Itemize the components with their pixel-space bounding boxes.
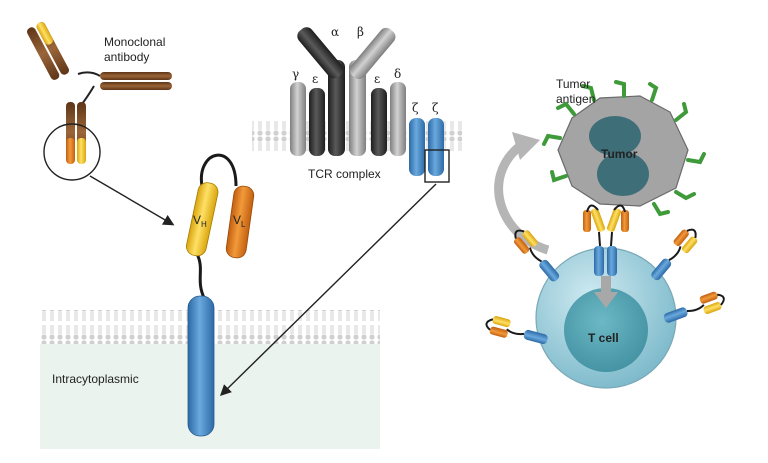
surface-car-upper-left: [513, 229, 560, 282]
tumor-antigen-label-line1: Tumor: [556, 77, 590, 91]
highlight-circle: [43, 123, 101, 181]
tumor-nucleus-lower: [597, 152, 649, 196]
chain-alpha-arm: [297, 27, 344, 79]
car-construct: VH VL: [185, 153, 255, 437]
engaged-car: [583, 204, 629, 276]
tumor-label: Tumor: [601, 147, 638, 161]
hinge: [195, 253, 207, 301]
vh-label: VH: [193, 213, 207, 229]
chain-beta: [349, 60, 366, 156]
t-cell-nucleus: [564, 288, 648, 372]
vl-label: VL: [233, 213, 246, 229]
label-beta: β: [357, 25, 364, 39]
chain-delta: [390, 82, 406, 156]
zoom-arrow-left: [89, 175, 175, 226]
surface-car-right: [663, 291, 725, 323]
chain-beta-arm: [349, 27, 396, 80]
chain-epsilon-right: [371, 88, 387, 156]
intracytoplasmic-label: Intracytoplasmic: [52, 372, 139, 386]
label-zeta-right: ζ: [432, 101, 439, 115]
tcr-complex: γ ε α β ε δ ζ ζ TCR complex: [252, 25, 462, 183]
surface-car-left: [485, 316, 548, 345]
label-gamma: γ: [292, 67, 299, 81]
tumor-nucleus-upper: [589, 116, 641, 156]
monoclonal-label-line2: antibody: [104, 50, 149, 64]
zeta-highlight-box: [424, 149, 450, 183]
label-zeta-left: ζ: [412, 101, 419, 115]
chain-epsilon-left: [309, 88, 325, 156]
car-transmembrane-signaling-domain: [187, 295, 215, 437]
chain-alpha: [328, 60, 345, 156]
t-cell-label: T cell: [588, 331, 619, 345]
chain-zeta-left: [409, 118, 425, 176]
monoclonal-label-line1: Monoclonal: [104, 35, 165, 49]
zoom-arrow-zeta: [220, 183, 437, 396]
monoclonal-antibody: Monoclonal antibody: [26, 22, 172, 181]
label-epsilon-left: ε: [312, 72, 318, 86]
chain-gamma: [290, 82, 306, 156]
surface-car-upper-right: [651, 228, 698, 281]
tumor-tcell-panel: Tumor Tumor antigen T cell: [485, 77, 725, 389]
label-delta: δ: [394, 67, 401, 81]
tcr-complex-label: TCR complex: [308, 167, 381, 181]
label-epsilon-right: ε: [374, 72, 380, 86]
label-alpha: α: [331, 25, 339, 39]
vl-domain: [225, 185, 255, 259]
chain-zeta-right: [428, 118, 444, 176]
tumor-antigens: [542, 80, 706, 217]
vh-domain: [185, 182, 219, 257]
tumor-antigen-label-line2: antigen: [556, 92, 595, 106]
vh-vl-linker: [199, 153, 238, 187]
